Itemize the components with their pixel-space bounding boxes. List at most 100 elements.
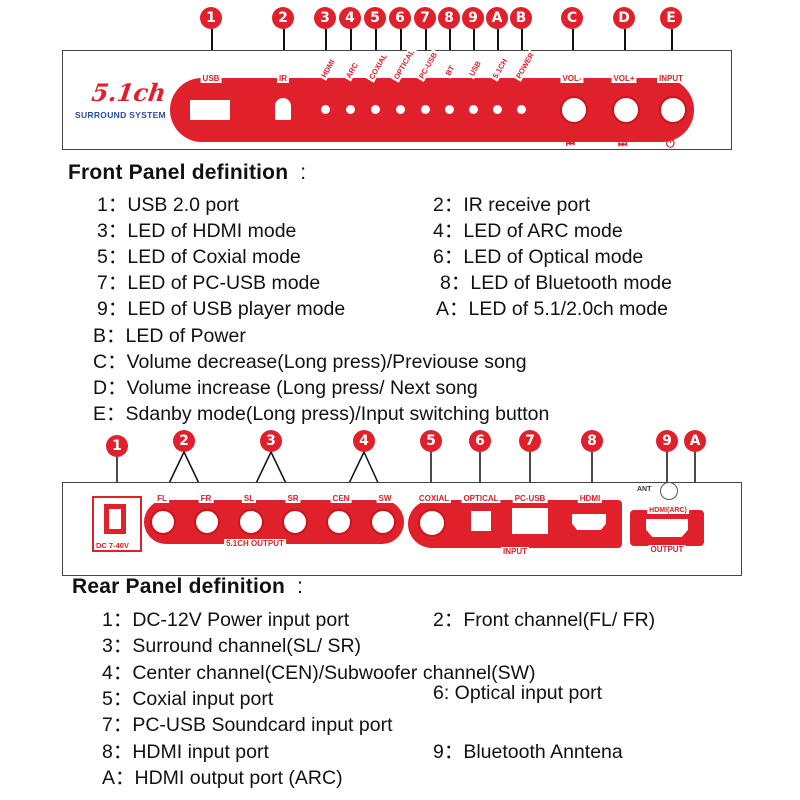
vol-plus-button[interactable] [612, 96, 640, 124]
front-badge-2: 2 [272, 7, 294, 29]
front-def-c: C：Volume decrease(Long press)/Previouse … [93, 351, 527, 373]
ir-receiver [275, 98, 291, 120]
label-sw: SW [376, 494, 394, 503]
front-badge-d: D [613, 7, 635, 29]
rear-leader-lines [116, 451, 696, 510]
front-badge-8: 8 [438, 7, 460, 29]
label-fr: FR [198, 494, 214, 503]
rear-badge-3: 3 [260, 430, 282, 452]
front-badge-9: 9 [462, 7, 484, 29]
front-definition-heading: Front Panel definition : [68, 161, 306, 185]
pcusb-port[interactable] [512, 508, 548, 534]
label-51ch-output: 5.1CH OUTPUT [224, 539, 286, 548]
label-input-rear: INPUT [501, 547, 529, 556]
front-def-7: 7：LED of PC-USB mode [97, 272, 321, 294]
rear-badge-2: 2 [173, 430, 195, 452]
rear-badge-7: 7 [519, 430, 541, 452]
label-vol-minus: VOL- [560, 74, 584, 83]
front-leader-4 [350, 29, 352, 63]
front-leader-6 [400, 29, 402, 63]
label-output: OUTPUT [648, 545, 686, 554]
rear-badge-8: 8 [581, 430, 603, 452]
rear-def-a: A：HDMI output port (ARC) [102, 767, 343, 789]
front-leader-7 [425, 29, 427, 63]
front-definition-title: Front Panel definition [68, 161, 289, 184]
front-control-bar [170, 78, 694, 142]
vol-minus-button[interactable] [560, 96, 588, 124]
rear-badge-6: 6 [469, 430, 491, 452]
label-sl: SL [241, 494, 257, 503]
rear-badge-1: 1 [106, 435, 128, 457]
front-def-3: 3：LED of HDMI mode [97, 220, 297, 242]
optical-port[interactable] [471, 511, 491, 531]
front-def-2: 2：IR receive port [433, 194, 591, 216]
next-track-icon: ⏭ [618, 139, 627, 150]
sl-jack[interactable] [238, 509, 264, 535]
front-def-a: A：LED of 5.1/2.0ch mode [436, 298, 668, 320]
hdmi-in-port[interactable] [572, 514, 606, 530]
front-badge-c: C [561, 7, 583, 29]
label-vol-plus: VOL+ [611, 74, 637, 83]
led-5-1ch [493, 105, 502, 114]
label-optical-in: OPTICAL [461, 494, 501, 503]
front-badge-e: E [660, 7, 682, 29]
front-badge-4: 4 [339, 7, 361, 29]
antenna-connector[interactable] [660, 482, 678, 500]
label-usb: USB [200, 74, 222, 83]
front-badge-7: 7 [414, 7, 436, 29]
led-bluetooth [445, 105, 454, 114]
front-badge-6: 6 [389, 7, 411, 29]
front-leader-3 [325, 29, 327, 63]
led-optical [396, 105, 405, 114]
power-icon: ⏻ [666, 138, 675, 150]
fr-jack[interactable] [194, 509, 220, 535]
input-button[interactable] [659, 96, 687, 124]
rear-definition-heading: Rear Panel definition : [72, 575, 303, 599]
sr-jack[interactable] [282, 509, 308, 535]
rear-def-9: 9：Bluetooth Anntena [433, 741, 623, 763]
front-def-6: 6：LED of Optical mode [433, 246, 644, 268]
front-def-1: 1：USB 2.0 port [97, 194, 239, 216]
front-leader-9 [473, 29, 475, 63]
rear-def-1: 1：DC-12V Power input port [102, 609, 350, 631]
rear-badge-9: 9 [656, 430, 678, 452]
fl-jack[interactable] [150, 509, 176, 535]
output-51-bar [144, 500, 404, 544]
hdmi-arc-port[interactable] [646, 519, 688, 537]
front-def-9: 9：LED of USB player mode [97, 298, 346, 320]
led-coxial [371, 105, 380, 114]
front-leader-8 [449, 29, 451, 63]
front-leader-b [521, 29, 523, 63]
rear-badge-5: 5 [420, 430, 442, 452]
front-badge-3: 3 [314, 7, 336, 29]
led-pcusb [421, 105, 430, 114]
rear-def-7: 7：PC-USB Soundcard input port [102, 714, 393, 736]
front-badge-b: B [510, 7, 532, 29]
rear-def-8: 8：HDMI input port [102, 741, 269, 763]
front-def-e: E：Sdanby mode(Long press)/Input switchin… [93, 403, 550, 425]
label-dc: DC 7-40V [96, 541, 129, 550]
led-arc [346, 105, 355, 114]
front-definition-colon: : [300, 161, 307, 184]
label-fl: FL [155, 494, 169, 503]
rear-definition-title: Rear Panel definition [72, 575, 286, 598]
front-badge-a: A [486, 7, 508, 29]
surround-logo-subtitle: SURROUND SYSTEM [75, 110, 166, 120]
dc-jack-inner [109, 509, 121, 529]
rear-definition-colon: : [297, 575, 304, 598]
cen-jack[interactable] [326, 509, 352, 535]
front-def-b: B：LED of Power [93, 325, 246, 347]
led-usb-player [469, 105, 478, 114]
front-leader-5 [375, 29, 377, 63]
label-ir: IR [277, 74, 289, 83]
label-hdmi-arc: HDMI(ARC) [647, 507, 689, 514]
label-coxial-in: COXIAL [416, 494, 452, 503]
rear-badge-a: A [684, 430, 706, 452]
front-badge-5: 5 [364, 7, 386, 29]
sw-jack[interactable] [370, 509, 396, 535]
rear-def-5: 5：Coxial input port [102, 688, 274, 710]
coxial-jack[interactable] [418, 509, 446, 537]
usb-port[interactable] [190, 100, 230, 120]
front-leader-a [497, 29, 499, 63]
label-hdmi-in: HDMI [577, 494, 603, 503]
